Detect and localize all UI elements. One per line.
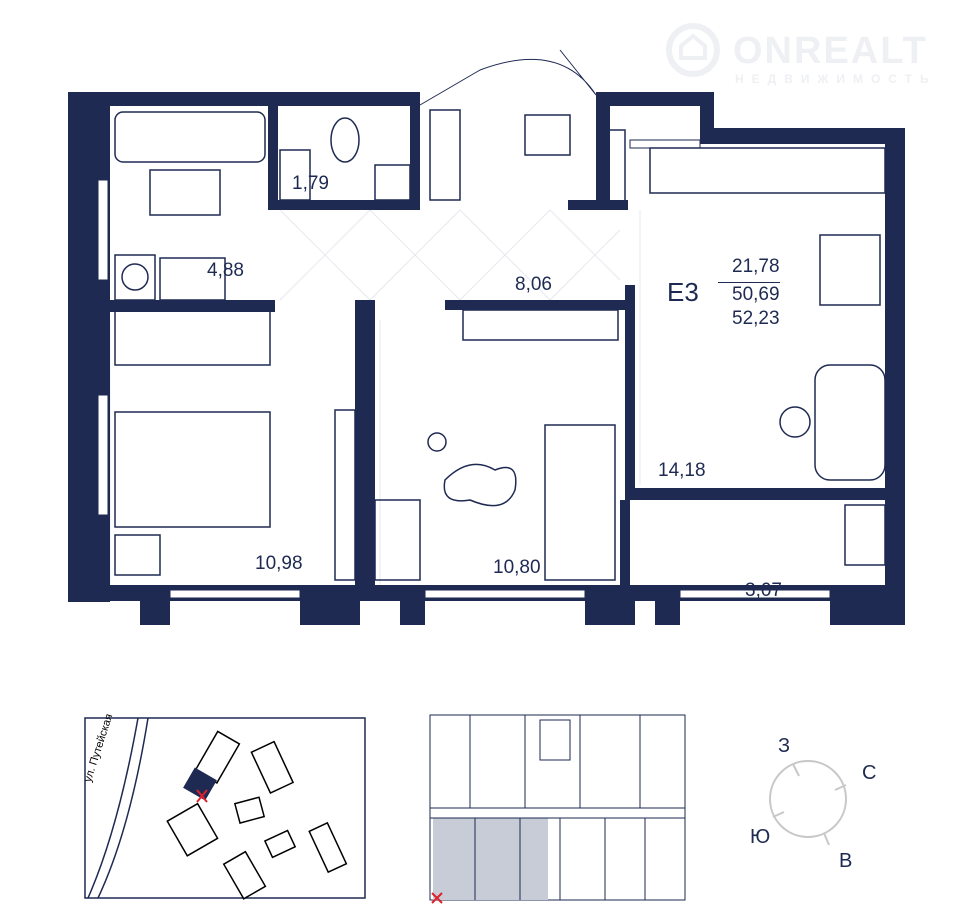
watermark-logo: ONREALT НЕДВИЖИМОСТЬ <box>665 22 940 92</box>
furniture <box>114 109 886 581</box>
washing-machine <box>114 254 156 301</box>
kitchen-counter <box>649 147 886 194</box>
bed-2 <box>544 424 616 581</box>
windows <box>97 139 831 599</box>
desk-1 <box>334 409 356 581</box>
wc-sink <box>374 164 411 201</box>
balcony-desk <box>844 504 886 566</box>
sofa <box>814 364 886 481</box>
watermark-subtitle: НЕДВИЖИМОСТЬ <box>735 72 937 86</box>
play-track <box>443 463 517 507</box>
coffee-table <box>779 406 811 438</box>
watermark-brand: ONREALT <box>733 30 928 72</box>
total-area-with-balcony: 52,23 <box>732 308 780 329</box>
room-area-bedroom-1: 10,98 <box>255 553 303 574</box>
compass-east: В <box>839 850 853 872</box>
room-area-bathroom: 4,88 <box>207 260 244 281</box>
wardrobe-1 <box>114 309 271 366</box>
floor-key-plan <box>429 714 686 904</box>
shoe-rack <box>429 109 461 201</box>
room-area-hallway: 8,06 <box>515 274 552 295</box>
total-area: 50,69 <box>718 282 780 304</box>
apartment-code: Е3 <box>667 277 699 307</box>
bath-mat <box>149 169 221 216</box>
bathtub <box>114 111 266 163</box>
site-map <box>84 717 366 900</box>
door-mat <box>524 114 571 156</box>
toilet <box>330 117 360 163</box>
living-area: 21,78 <box>732 256 780 277</box>
compass-north: С <box>862 762 877 784</box>
bath-sink <box>159 257 226 301</box>
compass-west: З <box>778 735 791 757</box>
room-area-wc: 1,79 <box>292 173 329 194</box>
desk-2 <box>374 499 421 581</box>
walls <box>68 92 905 625</box>
entrance-door <box>419 49 597 106</box>
compass-south: Ю <box>750 826 771 848</box>
room-area-kitchen-living: 14,18 <box>658 460 706 481</box>
wc-cabinet <box>279 149 311 201</box>
ball <box>427 432 447 452</box>
kitchen-tall-unit <box>599 129 626 206</box>
compass <box>769 760 847 846</box>
home-pin-icon <box>666 23 720 77</box>
room-area-bedroom-2: 10,80 <box>493 557 541 578</box>
wardrobe-2 <box>462 309 619 341</box>
dining-table <box>819 234 881 306</box>
room-area-loggia: 3,07 <box>745 580 782 601</box>
hallway-diamond-pattern <box>279 209 621 301</box>
nightstand <box>114 534 161 576</box>
bed-1 <box>114 411 271 528</box>
location-marker <box>196 789 208 803</box>
